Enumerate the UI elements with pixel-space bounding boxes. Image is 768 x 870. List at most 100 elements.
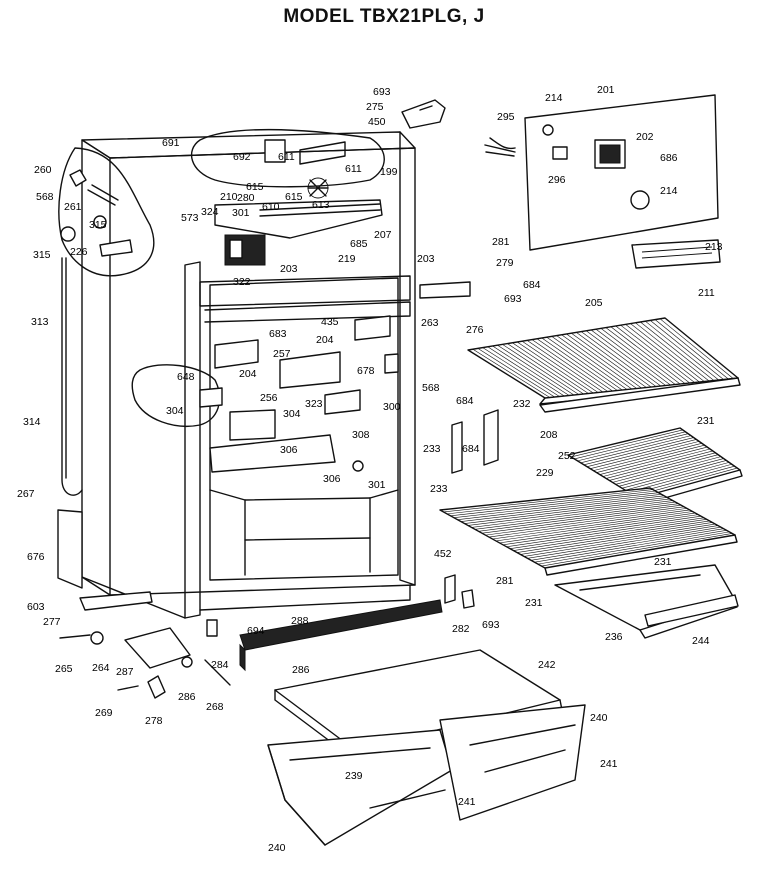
part-number-label: 676 xyxy=(27,551,45,563)
part-number-label: 226 xyxy=(70,246,88,258)
part-number-label: 435 xyxy=(321,316,339,328)
part-number-label: 678 xyxy=(357,365,375,377)
part-number-label: 568 xyxy=(422,382,440,394)
crisper-drawer-right xyxy=(439,704,586,821)
part-number-label: 256 xyxy=(260,392,278,404)
part-number-label: 323 xyxy=(305,398,323,410)
part-number-label: 260 xyxy=(34,164,52,176)
part-number-label: 286 xyxy=(178,691,196,703)
part-number-label: 202 xyxy=(636,131,654,143)
part-number-label: 257 xyxy=(273,348,291,360)
part-number-label: 261 xyxy=(64,201,82,213)
part-number-label: 685 xyxy=(350,238,368,250)
glass-shelf-upper xyxy=(567,427,743,506)
part-number-label: 691 xyxy=(162,137,180,149)
part-number-label: 287 xyxy=(116,666,134,678)
part-number-label: 231 xyxy=(654,556,672,568)
part-number-label: 231 xyxy=(525,597,543,609)
freezer-hinge-hardware xyxy=(60,169,133,257)
part-number-label: 301 xyxy=(232,207,250,219)
part-number-label: 315 xyxy=(33,249,51,261)
part-number-label: 208 xyxy=(540,429,558,441)
part-number-label: 324 xyxy=(201,206,219,218)
part-number-label: 286 xyxy=(292,664,310,676)
part-number-label: 684 xyxy=(523,279,541,291)
part-number-label: 204 xyxy=(316,334,334,346)
part-number-label: 279 xyxy=(496,257,514,269)
part-number-label: 241 xyxy=(600,758,618,770)
part-number-label: 615 xyxy=(246,181,264,193)
part-number-label: 219 xyxy=(338,253,356,265)
part-number-label: 288 xyxy=(291,615,309,627)
glass-shelf-lower xyxy=(439,487,738,576)
part-number-label: 214 xyxy=(660,185,678,197)
temperature-control-panel xyxy=(484,94,721,269)
part-number-label: 229 xyxy=(536,467,554,479)
part-number-label: 693 xyxy=(482,619,500,631)
part-number-label: 239 xyxy=(345,770,363,782)
part-number-label: 308 xyxy=(352,429,370,441)
part-number-label: 603 xyxy=(27,601,45,613)
part-number-label: 276 xyxy=(466,324,484,336)
part-number-label: 214 xyxy=(545,92,563,104)
bottom-hinge-parts xyxy=(59,619,231,699)
part-number-label: 573 xyxy=(181,212,199,224)
part-number-label: 281 xyxy=(492,236,510,248)
part-number-label: 265 xyxy=(55,663,73,675)
part-number-label: 613 xyxy=(312,199,330,211)
part-number-label: 232 xyxy=(513,398,531,410)
part-number-label: 300 xyxy=(383,401,401,413)
part-number-label: 213 xyxy=(705,241,723,253)
part-number-label: 278 xyxy=(145,715,163,727)
part-number-label: 306 xyxy=(280,444,298,456)
part-number-label: 231 xyxy=(697,415,715,427)
meat-drawer xyxy=(554,564,739,639)
part-number-label: 240 xyxy=(268,842,286,854)
part-number-label: 452 xyxy=(434,548,452,560)
part-number-label: 263 xyxy=(421,317,439,329)
part-number-label: 268 xyxy=(206,701,224,713)
part-number-label: 615 xyxy=(285,191,303,203)
part-number-label: 304 xyxy=(283,408,301,420)
part-number-label: 244 xyxy=(692,635,710,647)
part-number-label: 322 xyxy=(233,276,251,288)
kickplate-grille xyxy=(239,599,443,672)
shelf-rails xyxy=(451,409,499,474)
part-number-label: 568 xyxy=(36,191,54,203)
door-stop-hardware xyxy=(57,509,153,611)
part-number-label: 233 xyxy=(423,443,441,455)
part-number-label: 282 xyxy=(452,623,470,635)
part-number-label: 201 xyxy=(597,84,615,96)
part-number-label: 284 xyxy=(211,659,229,671)
part-number-label: 199 xyxy=(380,166,398,178)
part-number-label: 240 xyxy=(590,712,608,724)
part-number-label: 275 xyxy=(366,101,384,113)
part-number-label: 233 xyxy=(430,483,448,495)
drain-tube xyxy=(61,257,83,496)
part-number-label: 210 xyxy=(220,191,238,203)
part-number-label: 205 xyxy=(585,297,603,309)
hinge-right xyxy=(444,574,475,609)
part-number-label: 610 xyxy=(262,201,280,213)
refrigerator-cabinet xyxy=(58,131,416,619)
part-number-label: 242 xyxy=(538,659,556,671)
part-number-label: 314 xyxy=(23,416,41,428)
part-number-label: 252 xyxy=(558,450,576,462)
part-number-label: 267 xyxy=(17,488,35,500)
freezer-wire-shelf xyxy=(467,317,739,405)
part-number-label: 204 xyxy=(239,368,257,380)
part-number-label: 281 xyxy=(496,575,514,587)
part-number-label: 692 xyxy=(233,151,251,163)
crisper-drawer-left xyxy=(267,729,453,846)
part-number-label: 693 xyxy=(373,86,391,98)
part-number-label: 684 xyxy=(456,395,474,407)
part-number-label: 693 xyxy=(504,293,522,305)
part-number-label: 306 xyxy=(323,473,341,485)
part-number-label: 304 xyxy=(166,405,184,417)
part-number-label: 683 xyxy=(269,328,287,340)
part-number-label: 686 xyxy=(660,152,678,164)
diagram-title: MODEL TBX21PLG, J xyxy=(283,6,485,27)
shelf-support-bar xyxy=(539,377,741,413)
